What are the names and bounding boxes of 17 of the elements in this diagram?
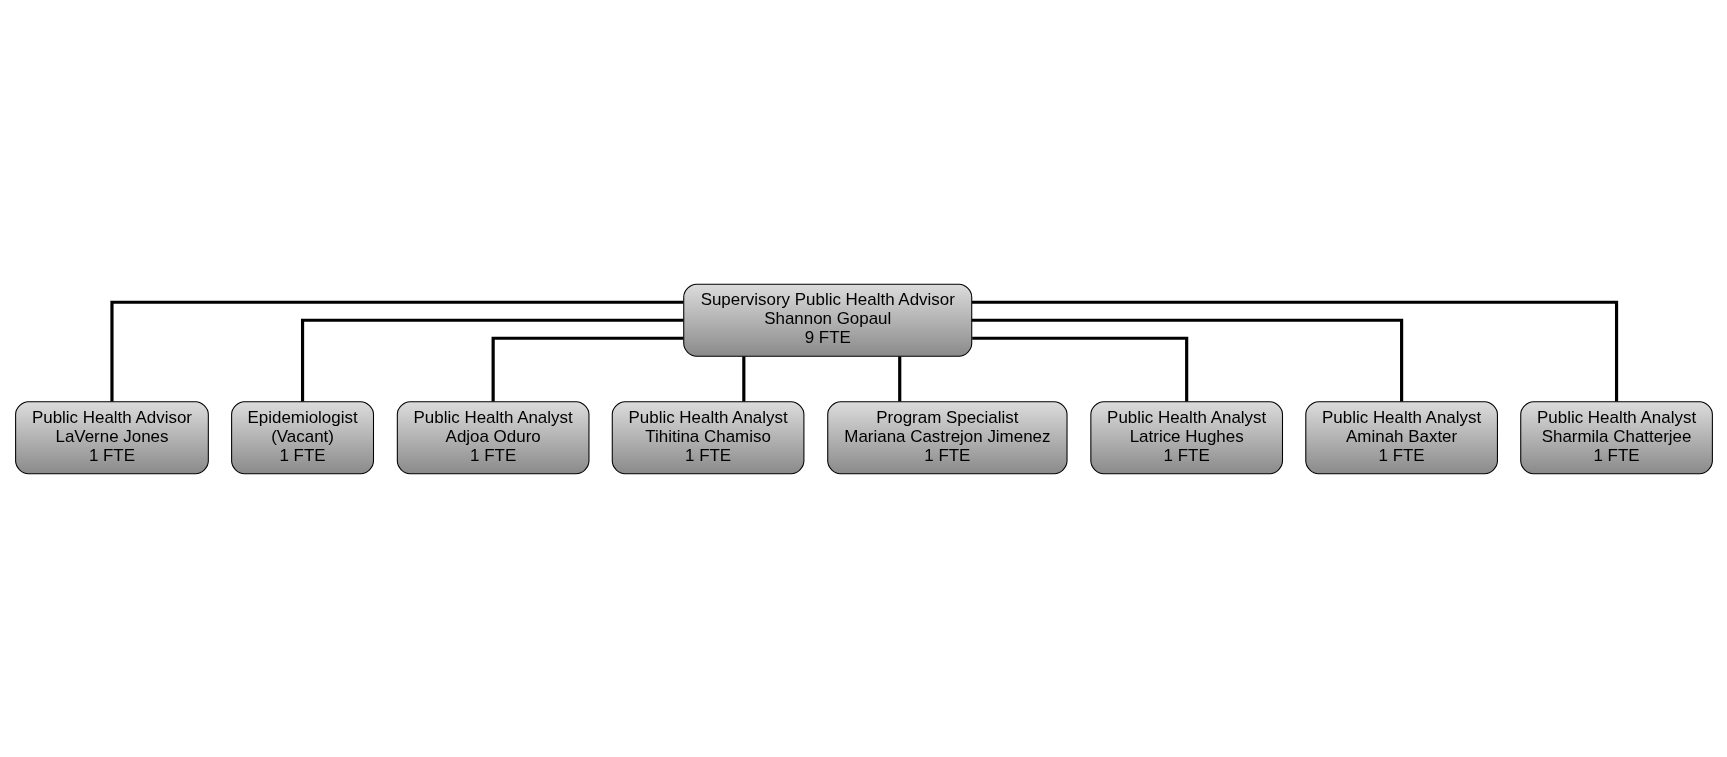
- connector: [897, 355, 901, 401]
- connector: [971, 318, 1403, 402]
- connector: [971, 300, 1618, 401]
- node-box: Public Health Analyst Aminah Baxter 1 FTE: [1304, 400, 1498, 474]
- connector: [741, 355, 745, 401]
- connector: [971, 336, 1188, 402]
- connector: [300, 318, 684, 402]
- node-box: Public Health Analyst Sharmila Chatterjee 1 FTE: [1519, 400, 1713, 474]
- connector: [109, 300, 683, 401]
- node-box: Program Specialist Mariana Castrejon Jimenez 1 FTE: [826, 400, 1068, 474]
- node-box: Public Health Analyst Adjoa Oduro 1 FTE: [396, 400, 589, 474]
- node-box: Epidemiologist (Vacant) 1 FTE: [230, 400, 374, 474]
- node-box: Public Health Analyst Latrice Hughes 1 FTE: [1089, 400, 1283, 474]
- node-box: Public Health Analyst Tihitina Chamiso 1 FTE: [611, 400, 804, 474]
- node-box: Public Health Advisor LaVerne Jones 1 FTE: [14, 400, 209, 474]
- connector: [491, 336, 683, 402]
- node-box: Supervisory Public Health Advisor Shannon Gopaul 9 FTE: [682, 283, 972, 357]
